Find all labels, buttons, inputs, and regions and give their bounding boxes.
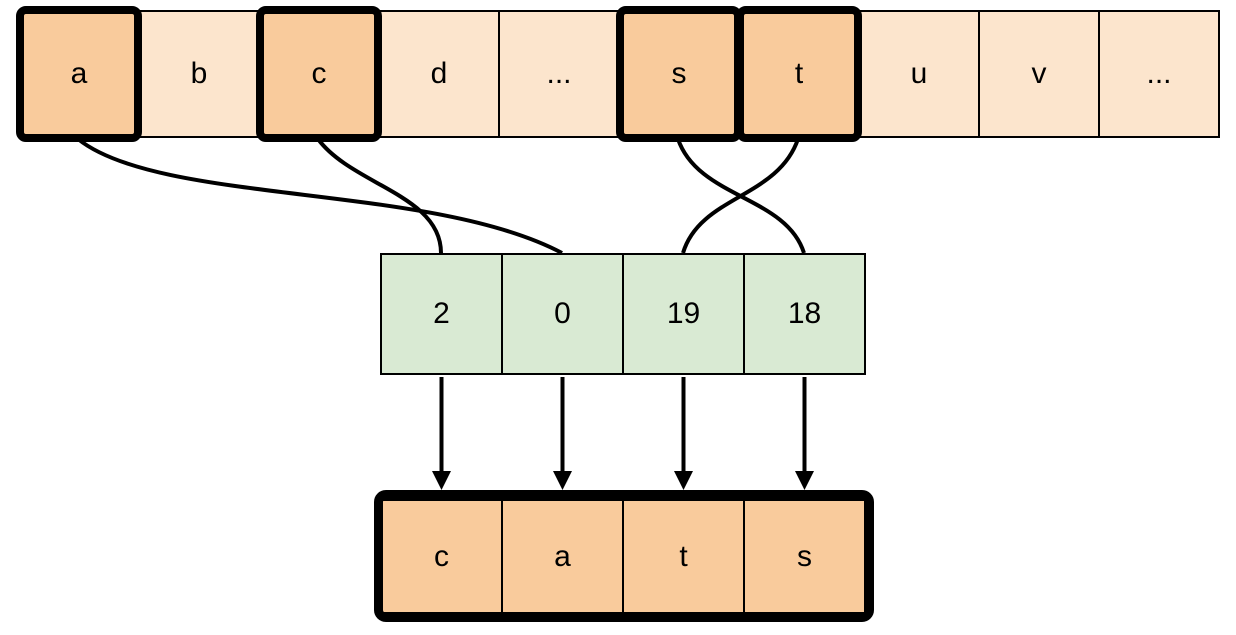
alphabet-cell-ellipsis-1: ... (498, 10, 620, 138)
arrow-0-to-a-head (553, 471, 572, 490)
alphabet-cell-s: s (616, 6, 742, 142)
output-cell-t: t (622, 499, 745, 614)
index-cell-18: 18 (743, 253, 866, 375)
alphabet-cell-ellipsis-2: ... (1098, 10, 1220, 138)
alphabet-cell-b: b (138, 10, 260, 138)
curve-a-to-0 (76, 137, 563, 255)
curve-c-to-2 (316, 137, 443, 254)
index-cell-19: 19 (622, 253, 745, 375)
index-cell-0: 0 (501, 253, 624, 375)
index-cell-2: 2 (380, 253, 503, 375)
alphabet-cell-t: t (736, 6, 862, 142)
arrow-2-to-c-head (432, 471, 451, 490)
output-cell-s: s (743, 499, 866, 614)
alphabet-cell-c: c (256, 6, 382, 142)
index-to-output-arrows (432, 377, 814, 490)
alphabet-cell-u: u (858, 10, 980, 138)
curve-t-to-19 (681, 138, 800, 254)
arrow-19-to-t-head (674, 471, 693, 490)
output-cell-c: c (380, 499, 503, 614)
curve-s-to-18 (676, 138, 806, 254)
alphabet-cell-d: d (378, 10, 500, 138)
alphabet-cell-v: v (978, 10, 1100, 138)
output-cell-a: a (501, 499, 624, 614)
alphabet-cell-a: a (16, 6, 142, 142)
arrow-18-to-s-head (795, 471, 814, 490)
